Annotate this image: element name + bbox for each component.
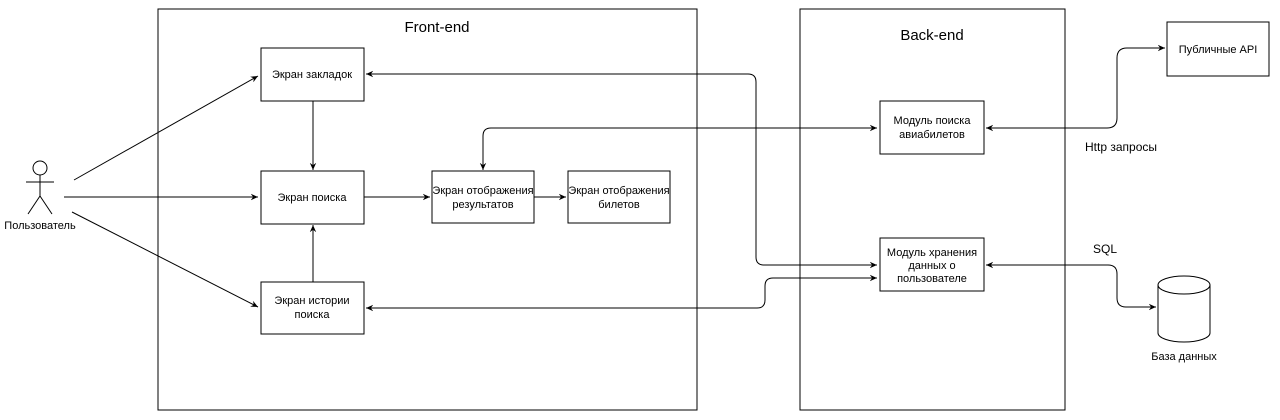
database-body [1157, 285, 1211, 343]
history-screen-label-line2: поиска [295, 309, 331, 321]
frontend-title: Front-end [404, 19, 469, 36]
edge-user-bookmarks [73, 75, 259, 181]
search-screen-box: Экран поиска [260, 170, 365, 225]
database-cylinder: База данных [1151, 275, 1217, 363]
user-storage-module-label-line1: Модуль хранения [887, 247, 977, 259]
backend-title: Back-end [900, 27, 963, 44]
public-api-box: Публичные API [1166, 21, 1270, 77]
edge-bookmarks-storage [366, 70, 877, 269]
bookmarks-screen-label: Экран закладок [272, 69, 352, 81]
http-requests-label: Http запросы [1085, 140, 1157, 154]
user-storage-module-label-line3: пользователе [897, 273, 967, 285]
public-api-label: Публичные API [1179, 44, 1258, 56]
results-screen-label-line1: Экран отображения [432, 185, 533, 197]
search-screen-label: Экран поиска [278, 192, 348, 204]
flight-search-module-label-line1: Модуль поиска [894, 115, 972, 127]
sql-label: SQL [1093, 242, 1117, 256]
history-screen-box: Экран истории поиска [260, 281, 365, 335]
database-label: База данных [1151, 351, 1217, 363]
flight-search-module-box: Модуль поиска авиабилетов [879, 100, 985, 155]
user-storage-module-label-line2: данных о [908, 260, 955, 272]
user-actor: Пользователь [4, 160, 76, 232]
edges [64, 44, 1165, 312]
database-top [1157, 275, 1211, 295]
edge-flight-api [986, 44, 1165, 132]
history-screen-label-line1: Экран истории [274, 295, 349, 307]
bookmarks-screen-box: Экран закладок [260, 47, 365, 102]
edge-storage-db [986, 261, 1156, 311]
tickets-screen-box: Экран отображения билетов [567, 170, 671, 224]
user-storage-module-box: Модуль хранения данных о пользователе [879, 237, 985, 292]
flight-search-module-label-line2: авиабилетов [899, 129, 965, 141]
tickets-screen-label-line2: билетов [598, 199, 640, 211]
results-screen-label-line2: результатов [452, 199, 513, 211]
edge-history-storage [366, 274, 877, 312]
actor-body [26, 175, 54, 215]
tickets-screen-label-line1: Экран отображения [568, 185, 669, 197]
actor-head [32, 160, 48, 176]
edge-user-history [71, 211, 259, 308]
actor-label: Пользователь [4, 220, 76, 232]
backend-container: Back-end [799, 8, 1066, 411]
results-screen-box: Экран отображения результатов [431, 170, 535, 224]
